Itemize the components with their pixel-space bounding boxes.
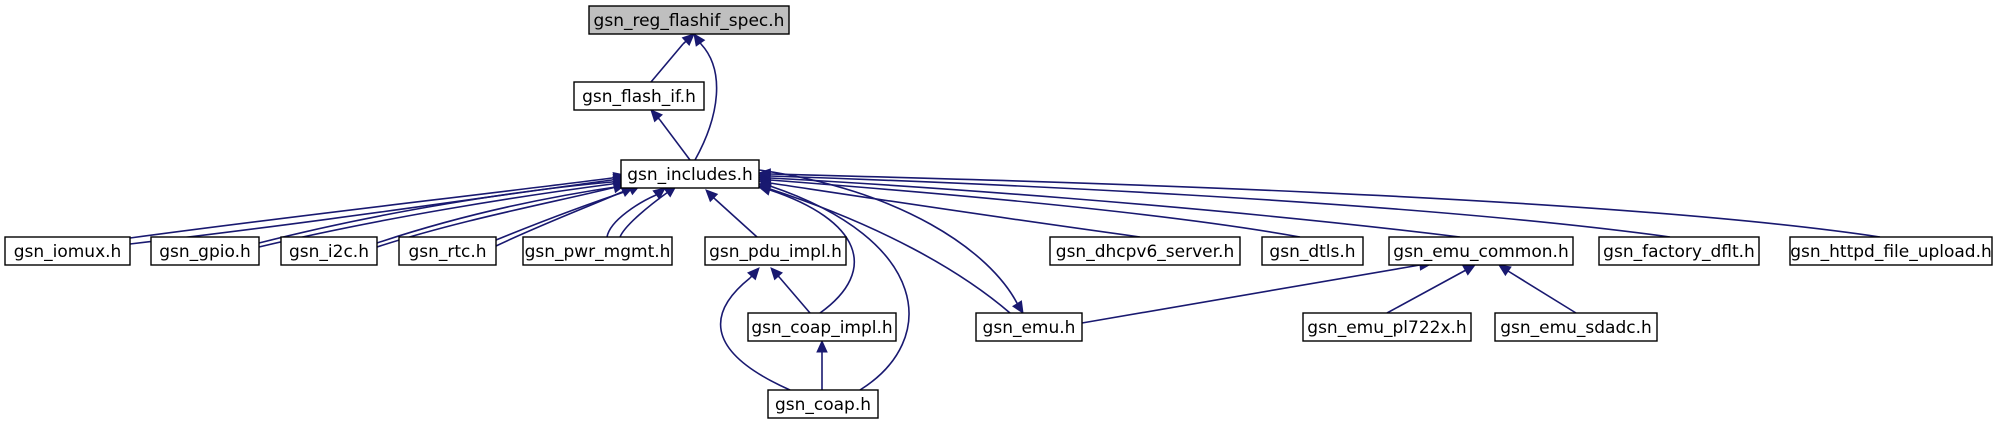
edge-includes-to-flash_if [659, 119, 691, 161]
node-label: gsn_flash_if.h [582, 87, 696, 107]
edge-tail-coap_impl-to-pdu_impl [777, 275, 781, 279]
edge-pdu_impl-to-includes [714, 198, 758, 238]
node-gpio[interactable]: gsn_gpio.h [150, 236, 260, 266]
edge-tail-gpio-to-i2c [611, 180, 615, 183]
node-label: gsn_gpio.h [159, 242, 251, 262]
node-label: gsn_rtc.h [408, 242, 486, 262]
edge-coap-to-pdu_impl [719, 277, 791, 391]
node-dtls[interactable]: gsn_dtls.h [1261, 236, 1364, 266]
node-box[interactable] [4, 236, 131, 266]
node-label: gsn_emu_pl722x.h [1307, 318, 1466, 338]
node-reg-flashif-spec[interactable]: gsn_reg_flashif_spec.h [588, 5, 790, 35]
arrowhead-includes-to-emu [1012, 300, 1024, 315]
edge-emu-to-includes [769, 188, 1011, 314]
node-box[interactable] [280, 236, 378, 266]
edge-tail-coap-to-pdu_impl [749, 275, 753, 279]
node-box[interactable] [1388, 236, 1574, 266]
edge-coap-to-includes [769, 185, 910, 391]
edge-tail-flash_if-to-reg_flashif_spec [682, 40, 687, 45]
node-flash-if[interactable]: gsn_flash_if.h [573, 81, 705, 111]
node-box[interactable] [588, 5, 790, 35]
node-box[interactable] [1302, 312, 1472, 342]
node-httpd-file-upload[interactable]: gsn_httpd_file_upload.h [1789, 236, 1993, 266]
edge-rtc-to-pwr_mgmt [495, 189, 631, 241]
node-box[interactable] [1494, 312, 1658, 342]
node-box[interactable] [1789, 236, 1993, 266]
arrowhead-emu_sdadc-to-emu_common [1497, 264, 1512, 277]
edge-gpio-to-i2c [258, 181, 613, 244]
node-iomux[interactable]: gsn_iomux.h [4, 236, 131, 266]
node-label: gsn_emu_common.h [1393, 242, 1568, 262]
edge-includes-to-emu [758, 169, 1019, 306]
node-label: gsn_dhcpv6_server.h [1056, 242, 1234, 262]
node-box[interactable] [398, 236, 497, 266]
node-emu-sdadc[interactable]: gsn_emu_sdadc.h [1494, 312, 1658, 342]
node-box[interactable] [747, 312, 897, 342]
node-factory-dflt[interactable]: gsn_factory_dflt.h [1598, 236, 1760, 266]
edge-flash_if-to-reg_flashif_spec [650, 43, 684, 83]
node-coap-impl[interactable]: gsn_coap_impl.h [747, 312, 897, 342]
node-dhcpv6-server[interactable]: gsn_dhcpv6_server.h [1049, 236, 1241, 266]
node-label: gsn_pwr_mgmt.h [525, 242, 671, 262]
edge-includes-to-reg_flashif_spec [694, 43, 718, 161]
edge-gpio-to-includes [258, 183, 613, 248]
edge-factory_dflt-to-includes [769, 175, 1671, 238]
node-label: gsn_pdu_impl.h [709, 242, 842, 262]
node-box[interactable] [522, 236, 673, 266]
edge-pwr_mgmt-to-includes [606, 194, 657, 238]
edge-tail-pwr_mgmt-to-includes [666, 191, 669, 194]
node-coap[interactable]: gsn_coap.h [767, 389, 879, 419]
node-box[interactable] [150, 236, 260, 266]
edge-emu_pl722x-to-emu_common [1386, 269, 1467, 314]
edge-coap_impl-to-includes [769, 189, 856, 314]
node-layer: gsn_reg_flashif_spec.h gsn_flash_if.h gsn_… [4, 5, 1993, 419]
node-box[interactable] [975, 312, 1083, 342]
node-box[interactable] [1049, 236, 1241, 266]
node-i2c[interactable]: gsn_i2c.h [280, 236, 378, 266]
node-label: gsn_httpd_file_upload.h [1790, 242, 1992, 262]
node-emu-pl722x[interactable]: gsn_emu_pl722x.h [1302, 312, 1472, 342]
edge-coap_impl-to-pdu_impl [779, 277, 811, 314]
node-emu[interactable]: gsn_emu.h [975, 312, 1083, 342]
edge-layer [129, 33, 1881, 391]
node-box[interactable] [1598, 236, 1760, 266]
edge-emu_sdadc-to-emu_common [1507, 270, 1577, 314]
node-box[interactable] [767, 389, 879, 419]
edge-emu-to-emu_common [1081, 264, 1421, 324]
node-includes[interactable]: gsn_includes.h [620, 159, 760, 189]
node-label: gsn_coap_impl.h [751, 318, 892, 338]
node-rtc[interactable]: gsn_rtc.h [398, 236, 497, 266]
edge-tail-includes-to-flash_if [657, 117, 661, 121]
edge-tail-pdu_impl-to-includes [713, 197, 716, 200]
edge-httpd_file_upload-to-includes [769, 173, 1881, 238]
arrowhead-coap-to-coap_impl [816, 339, 828, 353]
node-label: gsn_includes.h [627, 165, 753, 185]
edge-i2c-to-rtc [376, 185, 623, 244]
node-box[interactable] [704, 236, 847, 266]
edge-iomux-to-gpio [129, 177, 613, 239]
node-label: gsn_emu_sdadc.h [1500, 318, 1652, 338]
node-label: gsn_emu.h [983, 318, 1076, 338]
arrowhead-emu_pl722x-to-emu_common [1462, 264, 1477, 276]
node-box[interactable] [573, 81, 705, 111]
node-label: gsn_factory_dflt.h [1603, 242, 1755, 262]
node-label: gsn_reg_flashif_spec.h [594, 11, 785, 31]
node-label: gsn_i2c.h [289, 242, 369, 262]
node-box[interactable] [620, 159, 760, 189]
node-emu-common[interactable]: gsn_emu_common.h [1388, 236, 1574, 266]
edge-dhcpv6_server-to-includes [769, 182, 1141, 238]
node-pdu-impl[interactable]: gsn_pdu_impl.h [704, 236, 847, 266]
edge-pwr_mgmt-to-includes [619, 191, 669, 238]
node-pwr-mgmt[interactable]: gsn_pwr_mgmt.h [522, 236, 673, 266]
edge-tail-includes-to-emu [1016, 303, 1019, 306]
edge-emu_common-to-includes [769, 177, 1461, 238]
node-label: gsn_dtls.h [1269, 242, 1355, 262]
arrowhead-pwr_mgmt-to-includes [652, 187, 666, 200]
node-label: gsn_iomux.h [14, 242, 122, 262]
edge-tail-includes-to-reg_flashif_spec [699, 42, 702, 45]
node-box[interactable] [1261, 236, 1364, 266]
node-label: gsn_coap.h [775, 395, 871, 415]
arrowhead-includes-to-reg_flashif_spec [693, 33, 706, 47]
